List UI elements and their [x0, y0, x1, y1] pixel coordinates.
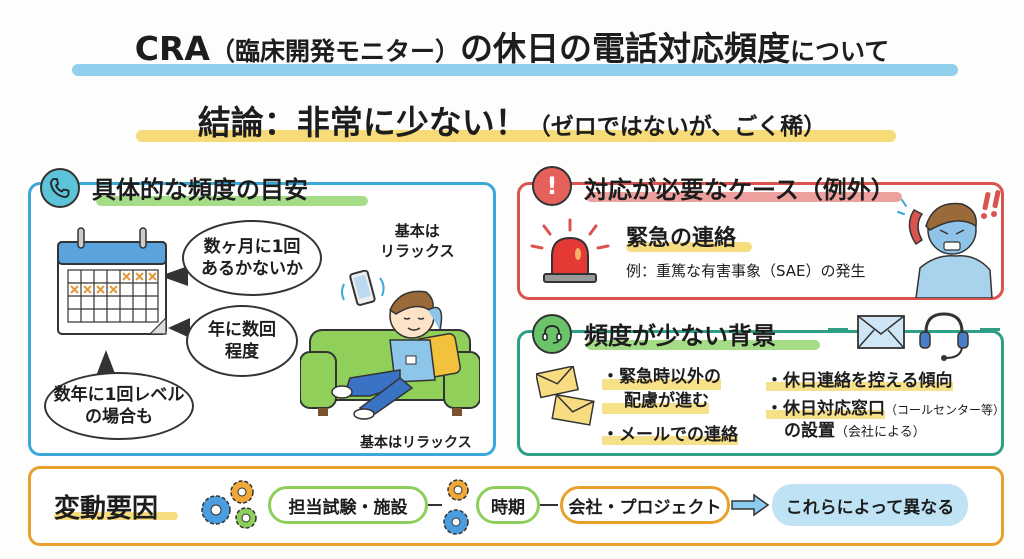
background-title-highlight [586, 340, 820, 350]
bubble-months: 数ヶ月に1回あるかないか [182, 220, 322, 296]
siren-icon [530, 218, 610, 283]
bubble-year: 年に数回程度 [186, 305, 298, 377]
headset-illustration [919, 312, 969, 361]
frequency-title-highlight [96, 196, 368, 206]
envelopes-icon [536, 366, 595, 426]
relax-caption-bottom: 基本はリラックス [360, 435, 472, 451]
background-title: 頻度が少ない背景 [584, 322, 776, 350]
conclusion-main: 結論：非常に少ない！ [197, 103, 528, 142]
bullet-consideration: ・緊急時以外の 配慮が進む [602, 366, 721, 414]
case-title-highlight [626, 242, 752, 252]
conclusion: 結論：非常に少ない！（ゼロではないが、ごく稀） [0, 96, 1024, 144]
title-tail: について [789, 37, 890, 66]
factors-title-highlight [54, 512, 178, 520]
conclusion-highlight [136, 130, 896, 142]
title-paren: （臨床開発モニター） [209, 37, 460, 66]
factor-company-project: 会社・プロジェクト [560, 486, 730, 524]
bubble-tail [96, 350, 116, 376]
case-title: 緊急の連絡 [626, 226, 737, 251]
panicked-person-illustration [897, 190, 1001, 298]
headset-icon [532, 314, 572, 354]
bullet-email: ・メールでの連絡 [602, 425, 738, 445]
factor-period: 時期 [476, 486, 540, 524]
title-cra: CRA [134, 29, 210, 68]
case-example: 例：重篤な有害事象（SAE）の発生 [626, 262, 866, 280]
calendar-icon [57, 227, 167, 335]
title-highlight [72, 64, 958, 76]
factor-trial-site: 担当試験・施設 [268, 486, 428, 524]
exception-title-highlight [586, 192, 902, 202]
relax-caption-top: 基本はリラックス [380, 222, 455, 260]
conclusion-note: （ゼロではないが、ごく稀） [527, 114, 827, 140]
phone-icon [40, 168, 80, 208]
relaxing-person-illustration [300, 270, 480, 420]
gears-icon [201, 480, 257, 529]
envelope-icon [857, 315, 905, 349]
divider [980, 328, 1000, 331]
divider [828, 328, 848, 331]
bubble-tail [168, 318, 190, 338]
arrow-right-icon [731, 493, 770, 517]
bullet-helpdesk: ・休日対応窓口（コールセンター等） の設置（会社による） [766, 399, 1006, 442]
gears-icon [443, 479, 469, 535]
exception-title: 対応が必要なケース（例外） [584, 176, 895, 204]
result-badge: これらによって異なる [772, 484, 968, 526]
frequency-title: 具体的な頻度の目安 [92, 176, 308, 204]
background-panel [517, 330, 1004, 456]
page-title: CRA（臨床開発モニター）の休日の電話対応頻度について [0, 22, 1024, 70]
bubble-years: 数年に1回レベルの場合も [44, 372, 194, 440]
connector [428, 504, 442, 506]
title-main: の休日の電話対応頻度 [459, 29, 790, 68]
connector [540, 504, 558, 506]
bullet-refrain: ・休日連絡を控える傾向 [766, 371, 953, 391]
exclamation-icon: ! [532, 166, 572, 206]
factors-title: 変動要因 [54, 494, 159, 524]
